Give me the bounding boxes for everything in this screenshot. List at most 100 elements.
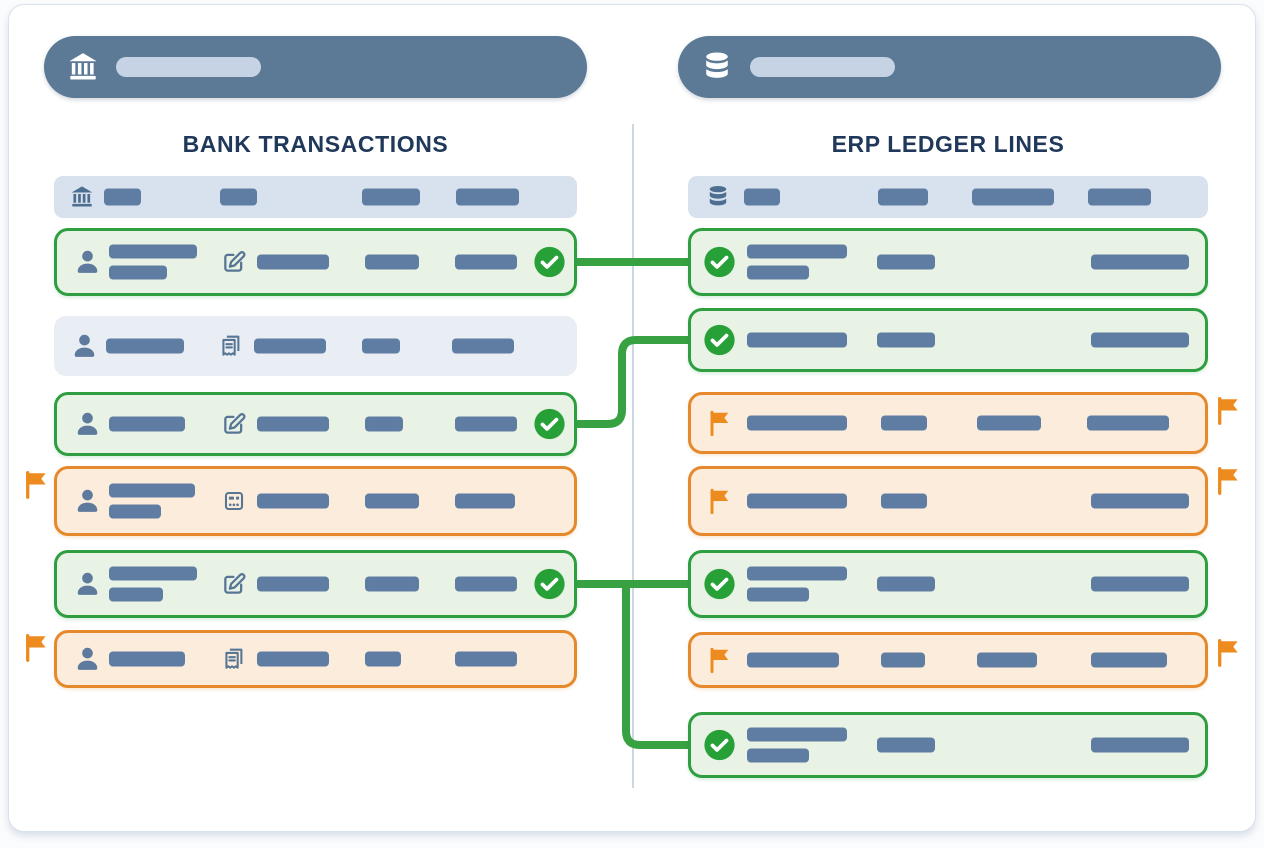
flag-icon (20, 468, 53, 501)
placeholder-bar (877, 332, 935, 348)
placeholder-bar (747, 587, 809, 602)
placeholder-bar (109, 416, 185, 432)
flag-icon (705, 486, 735, 516)
placeholder-bar (878, 188, 928, 206)
bank-table-header (54, 176, 577, 218)
placeholder-bar (1091, 493, 1189, 509)
placeholder-bar (456, 188, 519, 206)
bank-column-title: BANK TRANSACTIONS (182, 131, 449, 157)
check-circle-icon (533, 568, 566, 601)
receipt-icon (221, 646, 247, 672)
placeholder-bar (977, 652, 1037, 668)
placeholder-bar (257, 651, 329, 667)
person-icon (73, 645, 102, 674)
flag-icon (20, 631, 53, 664)
check-circle-icon (533, 408, 566, 441)
placeholder-bar (455, 651, 517, 667)
placeholder-bar (747, 265, 809, 280)
placeholder-bar (109, 587, 163, 602)
name-placeholder (109, 483, 195, 519)
name-placeholder (747, 566, 847, 602)
placeholder-bar (365, 651, 401, 667)
erp-ledger-row-4[interactable] (688, 466, 1208, 536)
placeholder-bar (881, 652, 925, 668)
edit-icon (221, 411, 247, 437)
name-placeholder (109, 244, 197, 280)
placeholder-bar (1091, 254, 1189, 270)
placeholder-bar (972, 188, 1054, 206)
placeholder-bar (106, 338, 184, 354)
person-icon (70, 332, 99, 361)
erp-table-header (688, 176, 1208, 218)
placeholder-bar (1091, 332, 1189, 348)
placeholder-bar (452, 338, 514, 354)
placeholder-bar (257, 493, 329, 509)
placeholder-bar (747, 332, 847, 348)
erp-ledger-row-3[interactable] (688, 392, 1208, 454)
placeholder-bar (881, 415, 927, 431)
erp-ledger-row-2[interactable] (688, 308, 1208, 372)
placeholder-bar (455, 493, 515, 509)
placeholder-bar (220, 188, 257, 206)
placeholder-bar (455, 576, 517, 592)
check-circle-icon (533, 246, 566, 279)
bank-transaction-row-2[interactable] (54, 316, 577, 376)
bank-transaction-row-1[interactable] (54, 228, 577, 296)
name-placeholder (109, 566, 197, 602)
placeholder-bar (877, 576, 935, 592)
placeholder-bar (362, 338, 400, 354)
placeholder-bar (744, 188, 780, 206)
placeholder-bar (877, 737, 935, 753)
placeholder-bar (257, 576, 329, 592)
placeholder-bar (977, 415, 1041, 431)
placeholder-bar (109, 265, 167, 280)
bank-transaction-row-4[interactable] (54, 466, 577, 536)
placeholder-bar (1091, 737, 1189, 753)
column-divider (632, 124, 634, 788)
erp-column-title: ERP LEDGER LINES (831, 131, 1065, 157)
erp-ledger-row-6[interactable] (688, 632, 1208, 688)
erp-source-pill[interactable] (678, 36, 1221, 98)
placeholder-bar (747, 493, 847, 509)
placeholder-bar (747, 415, 847, 431)
bank-transaction-row-6[interactable] (54, 630, 577, 688)
edit-icon (221, 571, 247, 597)
flag-icon (1212, 636, 1245, 669)
placeholder-bar (257, 254, 329, 270)
placeholder-bar (750, 57, 895, 77)
placeholder-bar (254, 338, 326, 354)
erp-ledger-row-5[interactable] (688, 550, 1208, 618)
placeholder-bar (109, 504, 161, 519)
person-icon (73, 248, 102, 277)
placeholder-bar (1088, 188, 1151, 206)
database-icon (700, 50, 734, 84)
check-circle-icon (703, 568, 736, 601)
person-icon (73, 487, 102, 516)
receipt-icon (218, 333, 244, 359)
flag-icon (705, 408, 735, 438)
bank-transaction-row-5[interactable] (54, 550, 577, 618)
placeholder-bar (747, 727, 847, 742)
placeholder-bar (747, 748, 809, 763)
person-icon (73, 570, 102, 599)
placeholder-bar (1091, 576, 1189, 592)
placeholder-bar (455, 416, 517, 432)
flag-icon (1212, 464, 1245, 497)
erp-ledger-row-1[interactable] (688, 228, 1208, 296)
name-placeholder (747, 244, 847, 280)
placeholder-bar (747, 652, 839, 668)
invoice-icon (221, 488, 247, 514)
placeholder-bar (109, 244, 197, 259)
bank-icon (69, 184, 95, 210)
name-placeholder (747, 727, 847, 763)
placeholder-bar (881, 493, 927, 509)
placeholder-bar (365, 416, 403, 432)
bank-transaction-row-3[interactable] (54, 392, 577, 456)
placeholder-bar (365, 493, 419, 509)
person-icon (73, 410, 102, 439)
bank-source-pill[interactable] (44, 36, 587, 98)
erp-ledger-row-7[interactable] (688, 712, 1208, 778)
placeholder-bar (1091, 652, 1167, 668)
placeholder-bar (104, 188, 141, 206)
